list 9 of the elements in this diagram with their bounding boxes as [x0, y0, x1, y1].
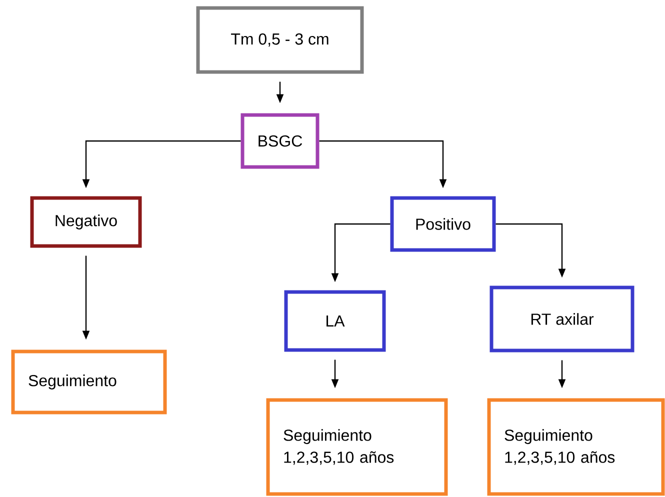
- process-box: RT axilar: [490, 286, 634, 352]
- process-box: Seguimiento 1,2,3,5,10 años: [266, 398, 448, 496]
- process-box: LA: [284, 290, 386, 352]
- process-box: BSGC: [240, 113, 320, 169]
- process-box: Tm 0,5 - 3 cm: [196, 6, 364, 74]
- process-box: Seguimiento 1,2,3,5,10 años: [487, 398, 665, 496]
- process-box: Positivo: [390, 196, 496, 252]
- process-box: Negativo: [30, 196, 142, 248]
- process-box: Seguimiento: [11, 350, 167, 414]
